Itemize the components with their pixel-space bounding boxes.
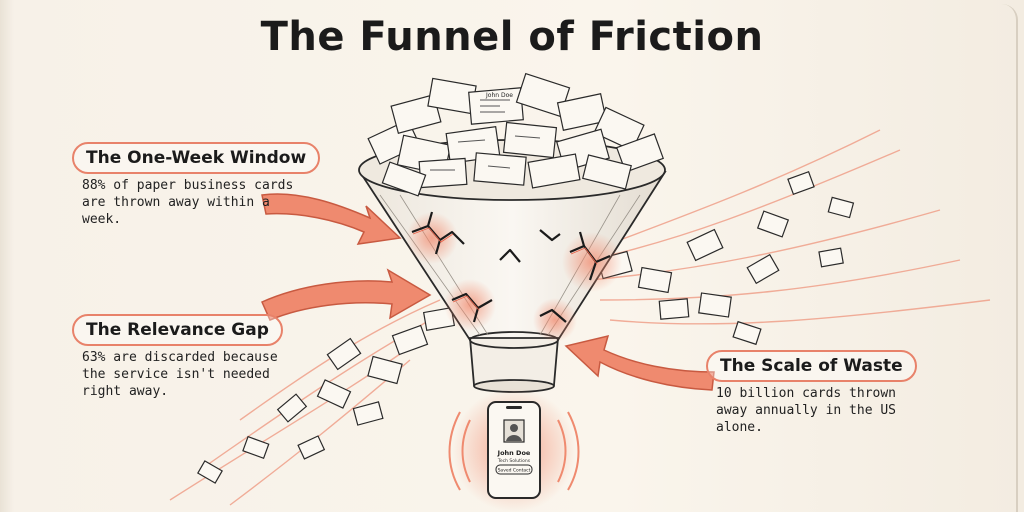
card-pile-text-lines [430,99,541,171]
callout-scale-title: The Scale of Waste [706,350,917,382]
funnel-cracks [406,211,622,342]
callout-relevance-text: 63% are discarded because the service is… [82,350,278,399]
callout-one-week-text: 88% of paper business cards are thrown a… [82,178,294,227]
callout-one-week-title: The One-Week Window [72,142,321,174]
phone-contact-company: Tech Solutions [497,458,531,464]
card-pile [367,72,665,197]
page-edge [1002,4,1018,512]
callout-scale-text: 10 billion cards thrown away annually in… [716,386,897,435]
callout-relevance-title: The Relevance Gap [72,314,283,346]
saved-contact-button[interactable]: Saved Contact [498,468,531,474]
arrow-relevance [261,268,432,321]
arrow-one-week [261,193,402,245]
pile-card-name: John Doe [485,92,513,99]
phone [448,388,580,512]
arrow-scale [564,334,715,391]
person-icon [503,419,525,443]
phone-contact-name: John Doe [497,449,531,457]
page-title: The Funnel of Friction [260,14,764,60]
flying-cards-left [197,307,456,484]
